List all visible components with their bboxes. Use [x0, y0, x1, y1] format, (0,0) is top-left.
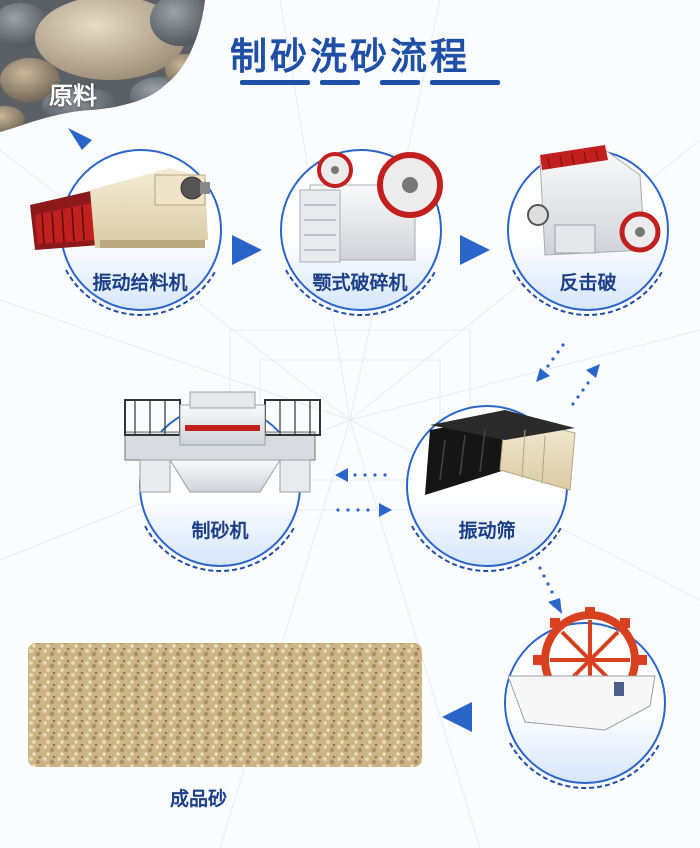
jaw-crusher-machine — [299, 152, 443, 263]
flow-arrow-screen-to-sand-maker — [335, 468, 387, 482]
flow-arrow-screen-to-impact — [571, 364, 600, 406]
flow-arrow-raw-to-feeder — [68, 128, 92, 150]
stage-label-impact-crusher: 反击破 — [559, 272, 617, 294]
raw-material-image — [0, 0, 205, 132]
flow-arrow-impact-to-screen — [536, 343, 565, 382]
final-product-label: 成品砂 — [170, 788, 228, 810]
stage-label-jaw-crusher: 颚式破碎机 — [312, 272, 408, 294]
impact-crusher-machine — [527, 145, 661, 256]
flow-arrow-jaw-to-impact — [460, 235, 490, 265]
sand-making-machine — [124, 391, 321, 493]
flow-arrow-feeder-to-jaw — [232, 235, 262, 265]
page-title: 制砂洗砂流程 — [230, 35, 470, 78]
raw-material-label: 原料 — [49, 82, 97, 110]
stage-label-screen: 振动筛 — [458, 520, 516, 542]
vibrating-feeder-machine — [30, 168, 210, 250]
stage-label-sand-maker: 制砂机 — [191, 520, 249, 542]
title-underline — [240, 80, 500, 86]
vibrating-screen-machine — [425, 410, 576, 495]
stage-label-feeder: 振动给料机 — [92, 272, 188, 294]
sand-washer-machine — [507, 607, 656, 731]
final-sand-image — [28, 643, 422, 767]
flow-arrow-screen-to-washer — [538, 566, 562, 614]
flow-arrow-washer-to-final — [442, 702, 472, 732]
flow-arrow-sand-maker-to-screen — [336, 503, 392, 517]
